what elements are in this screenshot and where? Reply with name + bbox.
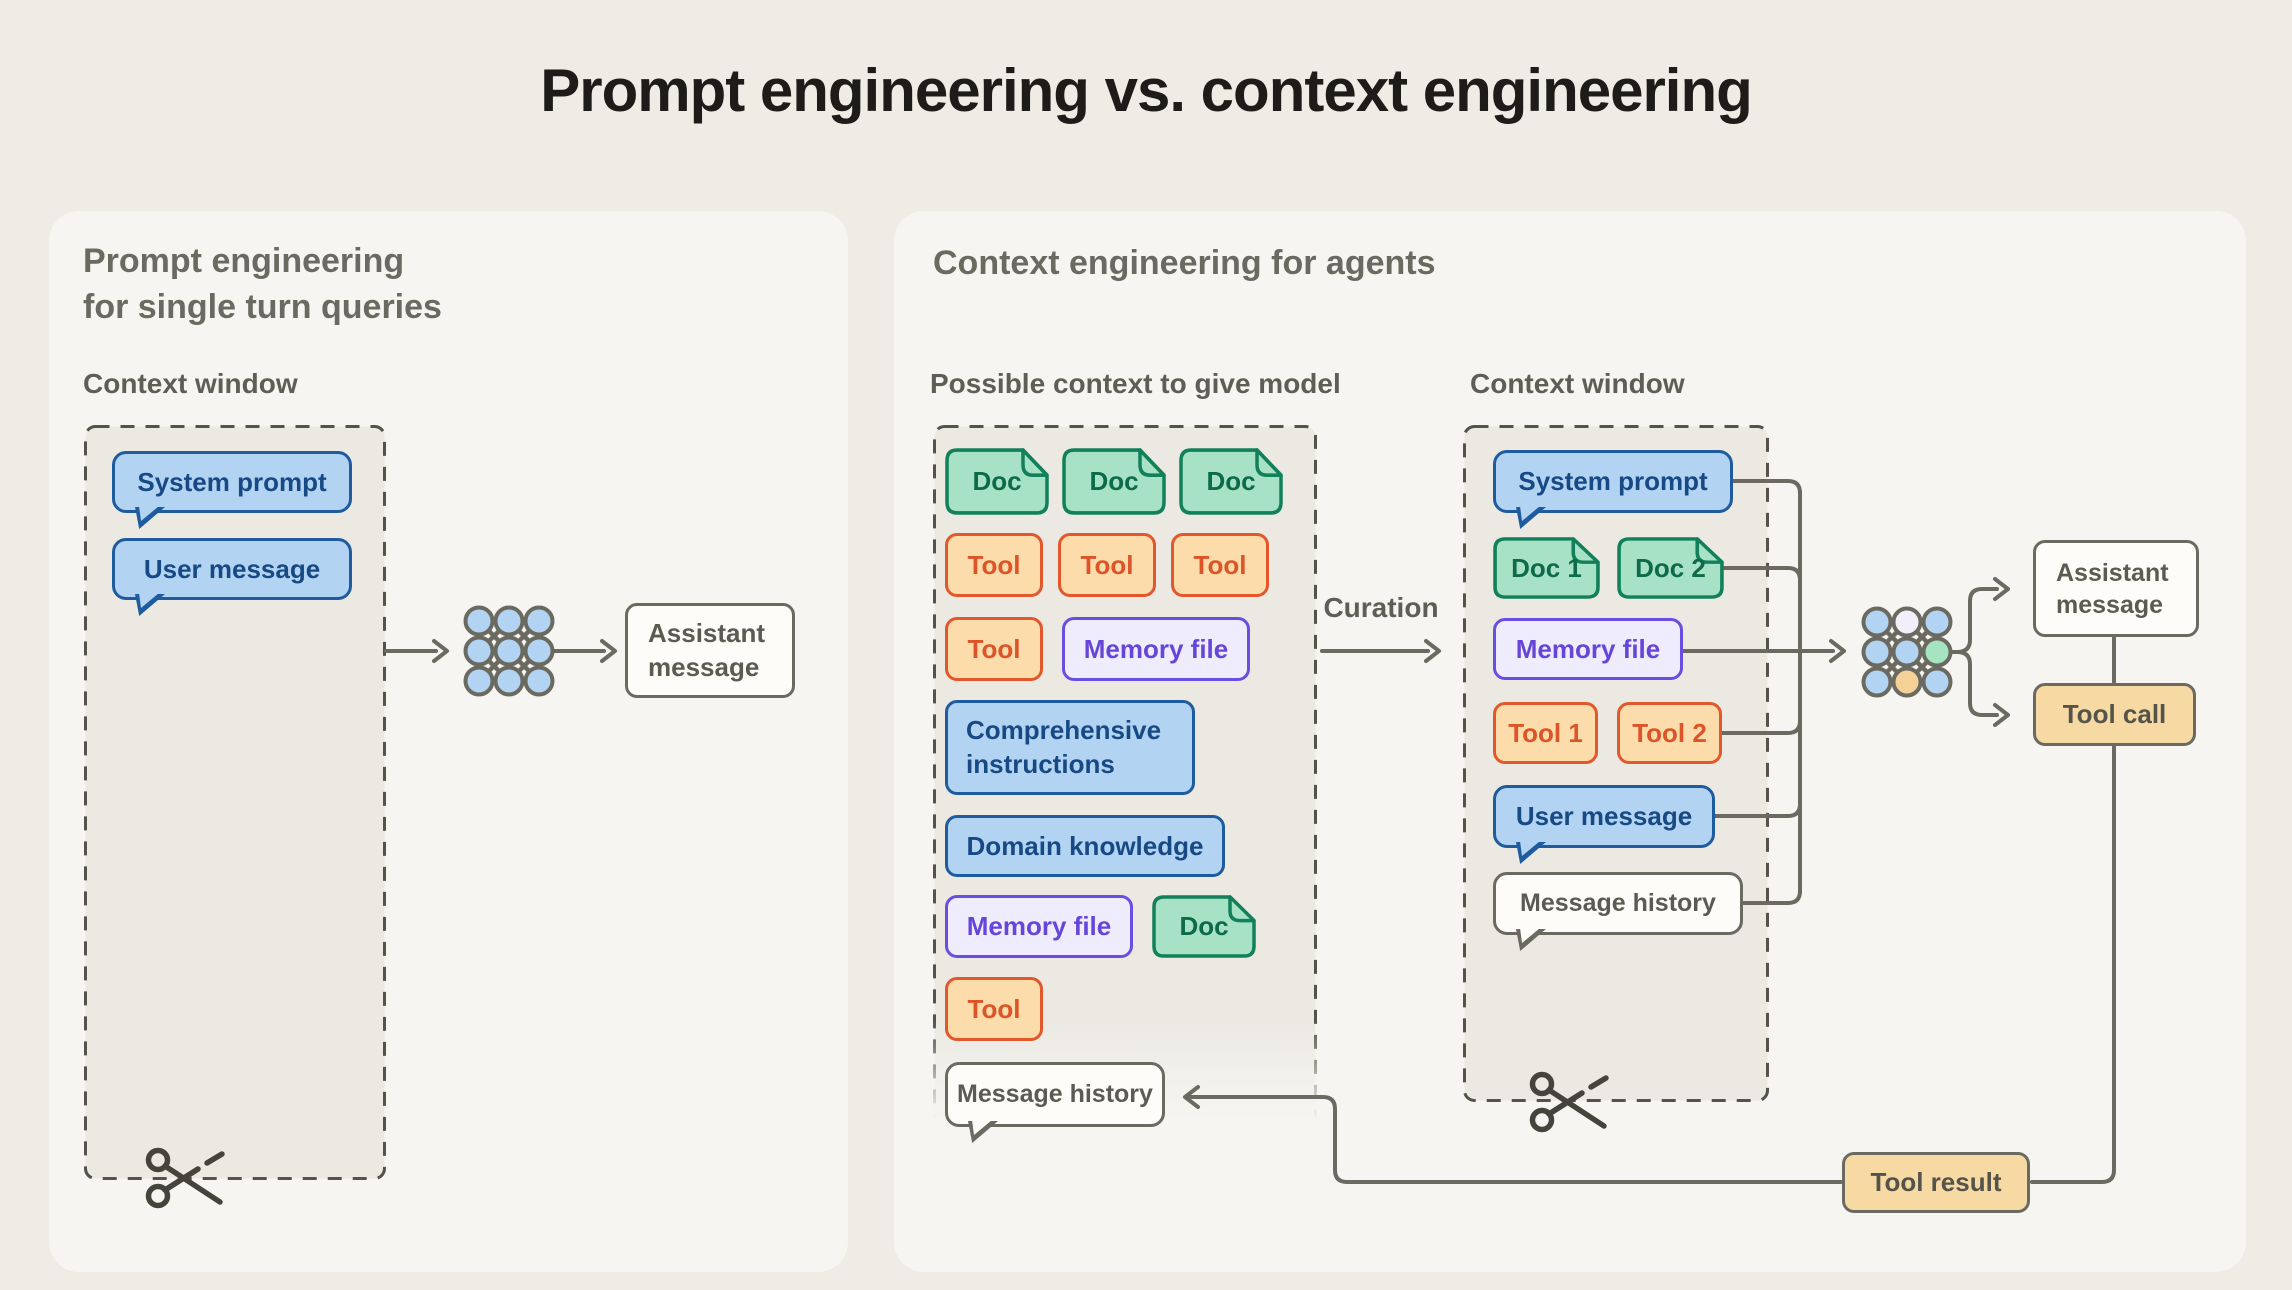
box-label: Tool bbox=[967, 633, 1021, 664]
cw-doc-2: Doc 2 bbox=[1617, 537, 1724, 599]
bubble-label: Message history bbox=[1520, 889, 1716, 917]
bubble-label: User message bbox=[143, 553, 321, 584]
possible-context-label: Possible context to give model bbox=[930, 368, 1341, 399]
box-label: Comprehensive instructions bbox=[966, 715, 1162, 779]
page-title: Prompt engineering vs. context engineeri… bbox=[540, 57, 1753, 124]
box-label: Tool result bbox=[1870, 1167, 2002, 1197]
doc-label: Doc bbox=[1206, 466, 1256, 496]
doc-icon bbox=[1152, 895, 1256, 958]
possible-tool-5: Tool bbox=[945, 977, 1043, 1041]
possible-memory-file-1: Memory file bbox=[1062, 617, 1250, 681]
box-label: Domain knowledge bbox=[966, 830, 1204, 861]
possible-doc-4: Doc bbox=[1152, 895, 1256, 958]
heading-line: Prompt engineering bbox=[83, 242, 405, 280]
doc-label: Doc 2 bbox=[1635, 552, 1706, 583]
possible-doc-2: Doc bbox=[1062, 448, 1166, 515]
possible-memory-file-2: Memory file bbox=[945, 895, 1133, 958]
comprehensive-instructions-box: Comprehensive instructions bbox=[945, 700, 1195, 795]
domain-knowledge-box: Domain knowledge bbox=[945, 815, 1225, 877]
box-label: Memory file bbox=[1083, 633, 1229, 664]
system-prompt-bubble: System prompt bbox=[112, 451, 352, 513]
user-message-bubble: User message bbox=[112, 538, 352, 600]
box-label: Tool 1 bbox=[1508, 717, 1583, 748]
doc-icon bbox=[1493, 537, 1600, 599]
bubble-label: System prompt bbox=[137, 466, 327, 497]
assistant-message-box: Assistant message bbox=[625, 603, 795, 698]
bubble-label: Message history bbox=[957, 1080, 1153, 1108]
right-context-window-label: Context window bbox=[1470, 368, 1685, 399]
possible-tool-1: Tool bbox=[945, 533, 1043, 597]
cw-tool-1: Tool 1 bbox=[1493, 702, 1598, 764]
heading-line: for single turn queries bbox=[83, 288, 442, 327]
doc-icon bbox=[945, 448, 1049, 515]
doc-label: Doc 1 bbox=[1511, 552, 1582, 583]
doc-label: Doc bbox=[972, 466, 1022, 496]
doc-icon bbox=[1062, 448, 1166, 515]
curation-label: Curation bbox=[1323, 592, 1439, 623]
doc-label: Doc bbox=[1179, 911, 1229, 941]
box-label: Memory file bbox=[966, 911, 1112, 941]
box-label: Assistant message bbox=[2056, 558, 2169, 619]
doc-label: Doc bbox=[1089, 466, 1139, 496]
box-label: Tool bbox=[967, 993, 1021, 1024]
bubble-label: User message bbox=[1515, 801, 1693, 831]
cw-system-prompt-bubble: System prompt bbox=[1493, 450, 1733, 513]
cw-message-history-bubble: Message history bbox=[1493, 872, 1743, 935]
cw-tool-2: Tool 2 bbox=[1617, 702, 1722, 764]
possible-message-history-bubble: Message history bbox=[945, 1062, 1165, 1127]
possible-doc-3: Doc bbox=[1179, 448, 1283, 515]
left-context-window-label: Context window bbox=[83, 368, 298, 399]
box-label: Tool call bbox=[2062, 699, 2167, 729]
possible-tool-2: Tool bbox=[1058, 533, 1156, 597]
cw-memory-file: Memory file bbox=[1493, 618, 1683, 680]
assistant-message-box: Assistant message bbox=[2033, 540, 2199, 637]
cw-user-message-bubble: User message bbox=[1493, 785, 1715, 848]
tool-result-box: Tool result bbox=[1842, 1152, 2030, 1213]
right-panel-heading: Context engineering for agents bbox=[933, 244, 1436, 282]
doc-icon bbox=[1179, 448, 1283, 515]
box-label: Assistant message bbox=[648, 618, 766, 682]
bubble-label: System prompt bbox=[1518, 466, 1708, 496]
box-label: Tool bbox=[1080, 549, 1134, 580]
cw-doc-1: Doc 1 bbox=[1493, 537, 1600, 599]
possible-doc-1: Doc bbox=[945, 448, 1049, 515]
tool-call-box: Tool call bbox=[2033, 683, 2196, 746]
left-panel-heading: Prompt engineering for single turn queri… bbox=[83, 238, 442, 330]
possible-tool-3: Tool bbox=[1171, 533, 1269, 597]
box-label: Tool bbox=[967, 549, 1021, 580]
doc-icon bbox=[1617, 537, 1724, 599]
box-label: Tool bbox=[1193, 549, 1247, 580]
box-label: Memory file bbox=[1515, 633, 1661, 664]
box-label: Tool 2 bbox=[1632, 717, 1707, 748]
possible-tool-4: Tool bbox=[945, 617, 1043, 681]
